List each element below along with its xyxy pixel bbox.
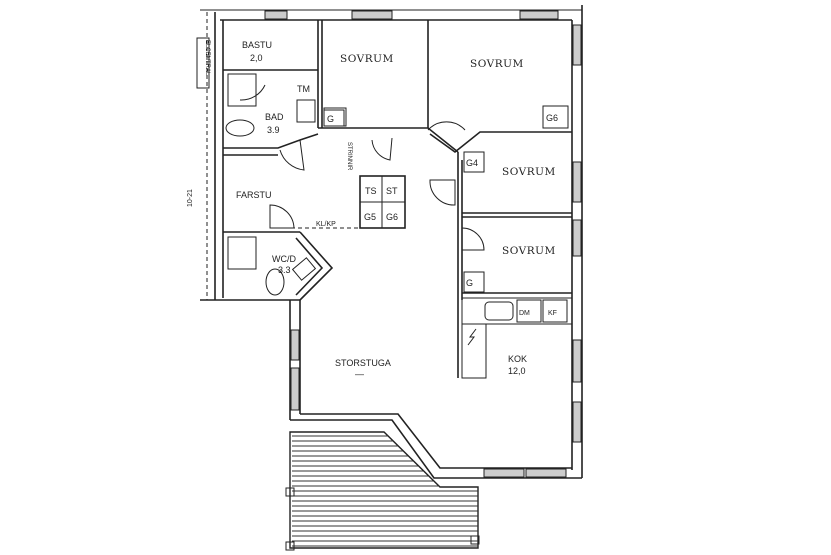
room-area-kok: 12,0 bbox=[508, 366, 526, 376]
g4-label: G4 bbox=[466, 158, 478, 168]
kf-label: KF bbox=[548, 310, 557, 317]
klkp-label: KL/KP bbox=[316, 221, 336, 228]
g6-hall-label: G6 bbox=[386, 212, 398, 222]
balcony-deck bbox=[285, 431, 480, 551]
windows bbox=[264, 10, 582, 478]
outer-walls bbox=[200, 5, 583, 479]
st-label: ST bbox=[386, 186, 398, 196]
room-label-sovrum-2: SOVRUM bbox=[470, 58, 524, 70]
room-label-farstu: FARSTU bbox=[236, 190, 272, 200]
room-area-bad: 3.9 bbox=[267, 125, 280, 135]
room-area-bastu: 2,0 bbox=[250, 53, 263, 63]
g5-label: G5 bbox=[364, 212, 376, 222]
room-label-kok: KOK bbox=[508, 354, 527, 364]
room-area-storstuga: — bbox=[355, 369, 364, 379]
g-sovrum4-label: G bbox=[466, 278, 473, 288]
room-area-wc: 3.3 bbox=[278, 265, 291, 275]
interior-walls bbox=[196, 20, 573, 379]
g-sovrum1-label: G bbox=[327, 114, 334, 124]
elcentral-label: ELCENTRAL bbox=[204, 40, 210, 76]
dimension-label: 10-21 bbox=[187, 189, 194, 207]
tm-label: TM bbox=[297, 84, 310, 94]
room-label-bad: BAD bbox=[265, 112, 284, 122]
room-label-sovrum-1: SOVRUM bbox=[340, 53, 394, 65]
room-label-bastu: BASTU bbox=[242, 40, 272, 50]
room-label-wc: WC/D bbox=[272, 254, 296, 264]
dm-label: DM bbox=[519, 310, 530, 317]
g6-sovrum-label: G6 bbox=[546, 113, 558, 123]
ts-label: TS bbox=[365, 186, 377, 196]
room-label-storstuga: STORSTUGA bbox=[335, 358, 391, 368]
strinnir-label: STRINNIR bbox=[346, 142, 352, 171]
room-label-sovrum-3: SOVRUM bbox=[502, 166, 556, 178]
room-label-sovrum-4: SOVRUM bbox=[502, 245, 556, 257]
